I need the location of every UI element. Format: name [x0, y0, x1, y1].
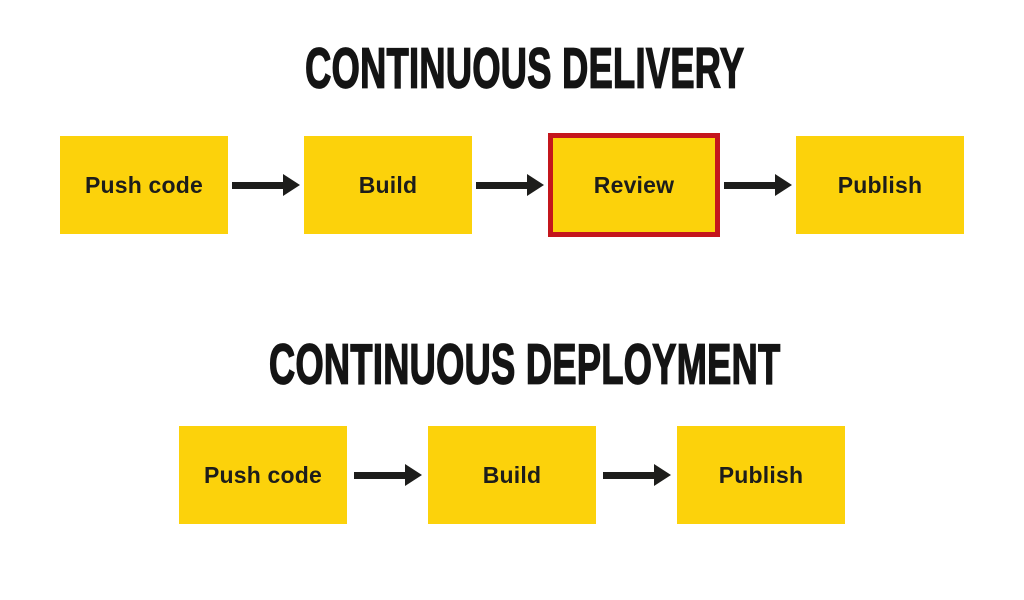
- arrow-right-icon: [353, 463, 422, 487]
- step-label: Publish: [718, 461, 804, 488]
- delivery-step-publish: Publish: [796, 136, 964, 234]
- section-title-delivery-text: CONTINUOUS DELIVERY: [305, 37, 745, 101]
- arrow-shaft: [602, 471, 658, 479]
- deployment-flow: Push code Build Publish: [0, 423, 1024, 527]
- section-title-delivery: CONTINUOUS DELIVERY: [0, 37, 1024, 101]
- arrow-right-icon: [724, 173, 792, 197]
- arrow-right-icon: [602, 463, 671, 487]
- arrow-head: [775, 174, 792, 196]
- arrow-shaft: [724, 181, 779, 189]
- section-title-deployment: CONTINUOUS DEPLOYMENT: [0, 333, 1024, 397]
- arrow-right-icon: [476, 173, 544, 197]
- section-title-deployment-text: CONTINUOUS DEPLOYMENT: [269, 333, 781, 397]
- deployment-step-push-code: Push code: [179, 426, 347, 524]
- step-label: Push code: [84, 171, 204, 198]
- flow-connector: [596, 463, 677, 487]
- arrow-head: [653, 464, 671, 486]
- delivery-flow: Push code Build Review Pub: [0, 133, 1024, 237]
- flow-connector: [347, 463, 428, 487]
- delivery-step-build: Build: [304, 136, 472, 234]
- step-label: Publish: [837, 171, 923, 198]
- flow-connector: [472, 173, 548, 197]
- arrow-head: [283, 174, 300, 196]
- delivery-step-review-highlighted: Review: [548, 133, 720, 237]
- arrow-right-icon: [232, 173, 300, 197]
- step-label: Review: [593, 171, 675, 198]
- arrow-head: [404, 464, 422, 486]
- arrow-shaft: [232, 181, 287, 189]
- deployment-step-build: Build: [428, 426, 596, 524]
- step-label: Push code: [203, 461, 323, 488]
- arrow-shaft: [353, 471, 409, 479]
- arrow-head: [527, 174, 544, 196]
- flow-connector: [228, 173, 304, 197]
- deployment-step-publish: Publish: [677, 426, 845, 524]
- step-label: Build: [482, 461, 542, 488]
- step-label: Build: [358, 171, 418, 198]
- arrow-shaft: [476, 181, 531, 189]
- delivery-step-push-code: Push code: [60, 136, 228, 234]
- flow-connector: [720, 173, 796, 197]
